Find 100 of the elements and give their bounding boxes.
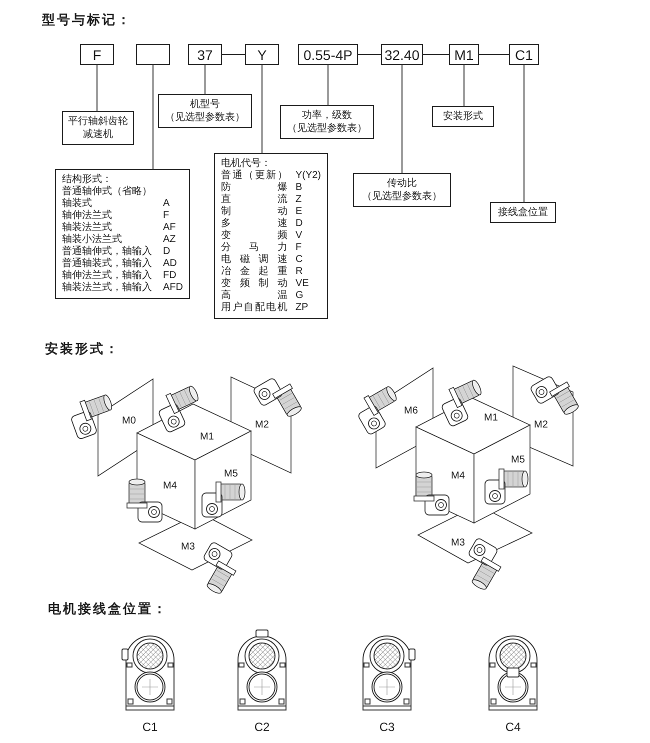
position-label: C2 <box>254 720 270 734</box>
position-label: M2 <box>534 420 548 430</box>
list-heading: 结构形式： <box>62 174 113 186</box>
note-text: （见选型参数表） <box>286 122 368 135</box>
connector-line <box>222 54 246 55</box>
list-heading: 电机代号： <box>221 158 272 170</box>
option-name: 轴装法兰式 <box>62 222 113 234</box>
option-code: Z <box>295 194 303 206</box>
note-text: （见选型参数表） <box>164 111 246 124</box>
option-code: V <box>295 230 304 242</box>
option-code: AF <box>163 222 177 234</box>
position-label: C3 <box>379 720 395 734</box>
option-name: 普通（更新） <box>221 170 288 182</box>
option-code: B <box>295 182 304 194</box>
section-heading: 安装形式： <box>45 340 120 358</box>
code-box <box>188 44 222 65</box>
position-label: M2 <box>255 420 269 430</box>
description-text: 功率，级数 <box>301 109 353 122</box>
option-name: 用户自配电机 <box>221 302 288 314</box>
note-text: （见选型参数表） <box>361 190 443 203</box>
code-box <box>80 44 114 65</box>
position-label: M1 <box>484 412 498 424</box>
position-label: M0 <box>122 416 136 426</box>
connector-line <box>204 64 206 94</box>
description-text: 机型号 <box>189 98 221 111</box>
option-name: 防爆 <box>221 182 288 194</box>
option-name: 冶金起重 <box>221 266 288 278</box>
option-name: 变频 <box>221 230 288 242</box>
connector-line <box>478 54 510 55</box>
position-label: C1 <box>142 720 158 734</box>
description-box <box>353 173 451 207</box>
position-label: C4 <box>505 720 521 734</box>
code-label: 32.40 <box>384 46 420 62</box>
option-name: 轴伸法兰式，轴输入 <box>62 270 153 282</box>
code-box <box>449 44 479 65</box>
position-label: M4 <box>163 480 177 492</box>
option-name: 多速 <box>221 218 288 230</box>
option-name: 电磁调速 <box>221 254 288 266</box>
option-name: 直流 <box>221 194 288 206</box>
code-label: 37 <box>197 46 213 62</box>
option-name: 轴装小法兰式 <box>62 234 123 246</box>
option-code: G <box>295 290 304 302</box>
description-text: 平行轴斜齿轮减速机 <box>68 115 128 141</box>
option-code: F <box>295 242 303 254</box>
option-name: 高温 <box>221 290 288 302</box>
code-label: 0.55-4P <box>303 46 353 62</box>
code-box <box>509 44 539 65</box>
option-name: 普通轴伸式（省略） <box>62 186 153 198</box>
description-text: 接线盒位置 <box>497 206 549 219</box>
option-name: 轴装法兰式，轴输入 <box>62 282 153 294</box>
option-name: 轴伸法兰式 <box>62 210 113 222</box>
option-name: 普通轴伸式，轴输入 <box>62 246 153 258</box>
section-heading: 型号与标记： <box>42 12 132 29</box>
option-code: D <box>163 246 172 258</box>
description-box <box>158 94 252 128</box>
description-box <box>280 105 374 139</box>
code-label: C1 <box>515 46 533 62</box>
description-text: 传动比 <box>386 177 418 190</box>
position-label: M1 <box>200 432 214 442</box>
option-code: C <box>295 254 304 266</box>
option-name: 变频制动 <box>221 278 288 290</box>
option-code: FD <box>163 270 178 282</box>
description-text: 安装形式 <box>442 110 484 123</box>
connector-line <box>422 54 450 55</box>
option-name: 制动 <box>221 206 288 218</box>
option-name: 普通轴装式，轴输入 <box>62 258 153 270</box>
position-label: M5 <box>511 454 525 466</box>
position-label: M6 <box>404 406 418 416</box>
description-box <box>432 106 494 127</box>
option-list-box <box>55 169 190 299</box>
connector-line <box>96 64 98 112</box>
option-code: AZ <box>163 234 177 246</box>
position-label: M3 <box>181 542 195 552</box>
position-label: M3 <box>451 538 465 548</box>
connector-line <box>358 54 382 55</box>
connector-line <box>152 64 154 170</box>
option-list-box <box>214 153 328 319</box>
position-label: M4 <box>451 470 465 482</box>
option-name: 轴装式 <box>62 198 93 210</box>
option-code: R <box>295 266 304 278</box>
description-box <box>490 202 556 223</box>
code-box <box>245 44 279 65</box>
position-label: M5 <box>224 468 238 480</box>
option-code: E <box>295 206 304 218</box>
description-box <box>62 111 134 145</box>
blank-code-box <box>136 44 170 65</box>
code-label: M1 <box>454 46 474 62</box>
option-code: D <box>295 218 304 230</box>
code-box <box>298 44 358 65</box>
option-code: Y(Y2) <box>295 170 321 182</box>
code-label: Y <box>257 46 267 62</box>
section-heading: 电机接线盒位置： <box>48 600 168 618</box>
code-label: F <box>92 46 102 62</box>
option-code: VE <box>295 278 310 290</box>
option-code: A <box>163 198 171 210</box>
option-code: AD <box>163 258 178 270</box>
option-code: F <box>163 210 170 222</box>
option-code: AFD <box>163 282 183 294</box>
option-code: ZP <box>295 302 310 314</box>
option-name: 分马力 <box>221 242 288 254</box>
